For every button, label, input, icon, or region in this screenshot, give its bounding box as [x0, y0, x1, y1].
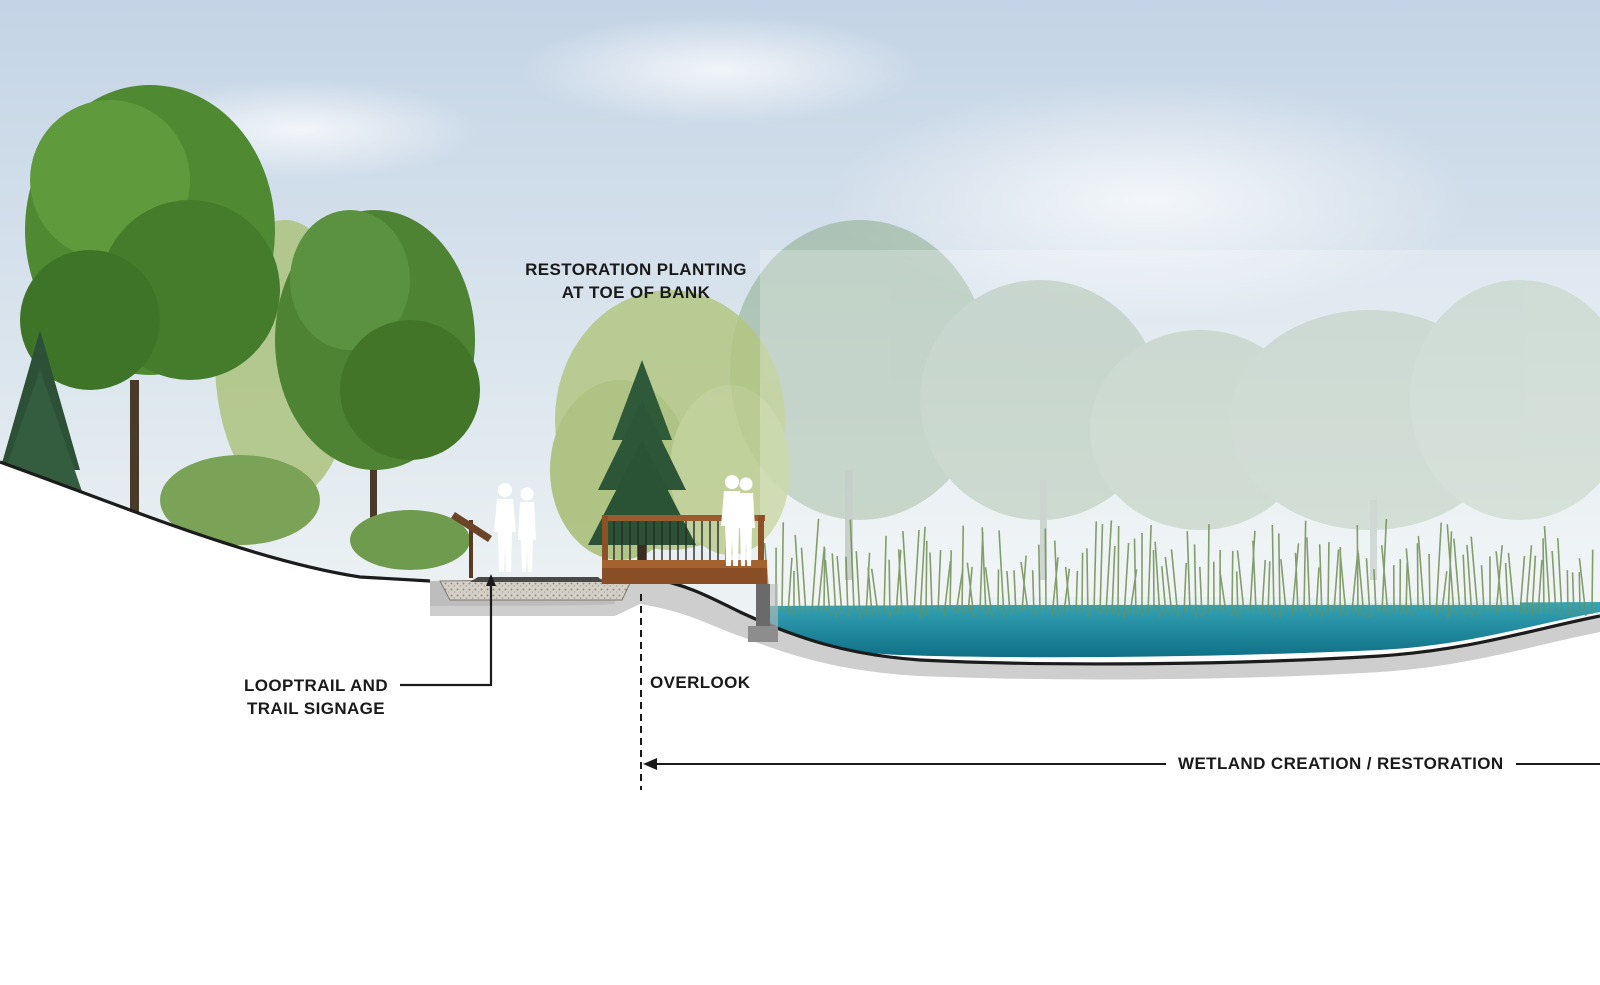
people-silhouettes — [721, 475, 755, 566]
label-restoration-planting: RESTORATION PLANTING AT TOE OF BANK — [520, 258, 752, 304]
wetland-reeds — [763, 518, 1594, 618]
background-trees — [730, 220, 1600, 580]
label-line: LOOPTRAIL AND — [243, 676, 389, 695]
label-line: TRAIL SIGNAGE — [246, 699, 386, 718]
wetland-water — [760, 602, 1600, 658]
shrubs — [160, 455, 470, 570]
cloud — [830, 80, 1470, 320]
label-wetland: WETLAND CREATION / RESTORATION — [1166, 752, 1516, 775]
label-looptrail: LOOPTRAIL AND TRAIL SIGNAGE — [236, 674, 396, 720]
people-silhouettes — [494, 483, 536, 572]
evergreen-tree — [0, 330, 85, 500]
label-line: AT TOE OF BANK — [561, 283, 711, 302]
looptrail-section — [430, 577, 633, 606]
deciduous-tree — [20, 85, 280, 540]
ground-mass — [0, 462, 1600, 985]
label-line: RESTORATION PLANTING — [525, 260, 747, 279]
overlook-deck — [602, 515, 778, 642]
looptrail-leader — [400, 574, 496, 687]
trail-sign — [451, 512, 492, 578]
cloud — [520, 15, 920, 125]
ground-shadow — [0, 462, 1600, 680]
label-overlook: OVERLOOK — [650, 673, 751, 692]
ground-line — [0, 460, 1600, 666]
deciduous-tree — [275, 210, 480, 560]
